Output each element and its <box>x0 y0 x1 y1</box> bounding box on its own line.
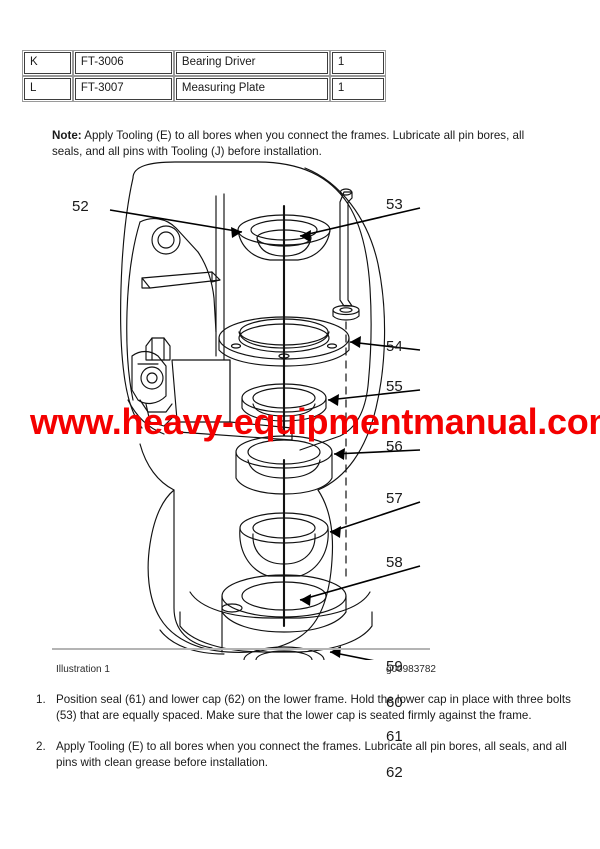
illustration-figure: 52 53 54 55 56 57 58 59 60 61 62 <box>0 160 600 781</box>
caption-divider <box>52 648 430 650</box>
cell-quantity: 1 <box>329 76 386 102</box>
step-text: Position seal (61) and lower cap (62) on… <box>56 693 571 723</box>
list-item: 2. Apply Tooling (E) to all bores when y… <box>36 739 574 772</box>
callout-55: 55 <box>386 378 403 395</box>
cell-part-number: FT-3007 <box>72 76 174 102</box>
cell-description: Measuring Plate <box>173 76 330 102</box>
callout-52: 52 <box>72 198 89 215</box>
step-text: Apply Tooling (E) to all bores when you … <box>56 739 567 770</box>
graphic-id: g00983782 <box>385 664 436 675</box>
cell-letter: L <box>22 76 73 102</box>
cell-letter: K <box>22 50 73 76</box>
callout-60: 60 <box>386 694 403 711</box>
table-row: L FT-3007 Measuring Plate 1 <box>22 76 386 102</box>
callout-56: 56 <box>386 438 403 455</box>
note-paragraph: Note: Apply Tooling (E) to all bores whe… <box>52 128 552 161</box>
cell-part-number: FT-3006 <box>72 50 174 76</box>
step-number: 1. <box>36 693 46 706</box>
illustration-caption: Illustration 1 <box>56 664 110 675</box>
tooling-table: K FT-3006 Bearing Driver 1 L FT-3007 Mea… <box>22 50 386 102</box>
note-text: Apply Tooling (E) to all bores when you … <box>52 128 525 159</box>
exploded-assembly-diagram <box>109 161 421 660</box>
callout-54: 54 <box>386 338 403 355</box>
callout-61: 61 <box>386 728 403 745</box>
table-row: K FT-3006 Bearing Driver 1 <box>22 50 386 76</box>
note-label: Note: <box>52 128 82 142</box>
cell-description: Bearing Driver <box>173 50 330 76</box>
callout-59: 59 <box>386 658 403 675</box>
procedure-steps: 1. Position seal (61) and lower cap (62)… <box>36 692 574 786</box>
list-item: 1. Position seal (61) and lower cap (62)… <box>36 692 574 725</box>
callout-53: 53 <box>386 196 403 213</box>
step-number: 2. <box>36 739 46 753</box>
illustration-caption-row: Illustration 1 g00983782 <box>56 664 436 675</box>
callout-62: 62 <box>386 764 403 781</box>
callout-57: 57 <box>386 490 403 507</box>
cell-quantity: 1 <box>329 50 386 76</box>
callout-58: 58 <box>386 554 403 571</box>
